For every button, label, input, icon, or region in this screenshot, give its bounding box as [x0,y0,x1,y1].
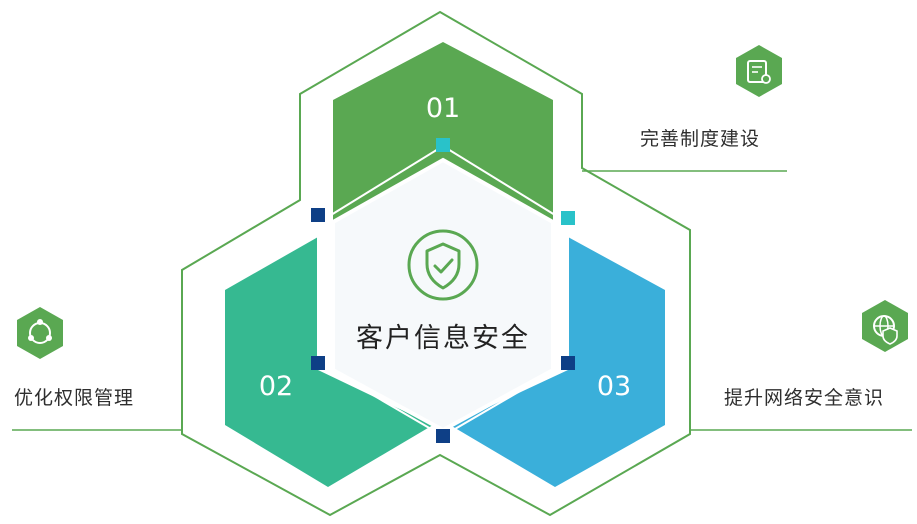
label-02: 优化权限管理 [14,387,135,409]
segment-03 [450,237,665,487]
globe-shield-icon [862,300,908,352]
marker-upper-left [311,208,325,222]
marker-top [436,138,450,152]
share-nodes-icon [17,307,63,359]
shield-check-icon [407,229,479,301]
marker-lower-left [311,356,325,370]
marker-upper-right [561,211,575,225]
number-02: 02 [259,371,293,402]
marker-lower-right [561,356,575,370]
outer-outline [181,10,691,517]
marker-bottom [436,429,450,443]
number-03: 03 [597,371,631,402]
certificate-icon [736,45,782,97]
label-01: 完善制度建设 [640,128,761,150]
segment-02 [225,237,433,487]
center-title: 客户信息安全 [356,323,530,354]
segment-01 [333,42,553,222]
label-03: 提升网络安全意识 [724,387,885,409]
number-01: 01 [426,93,460,124]
